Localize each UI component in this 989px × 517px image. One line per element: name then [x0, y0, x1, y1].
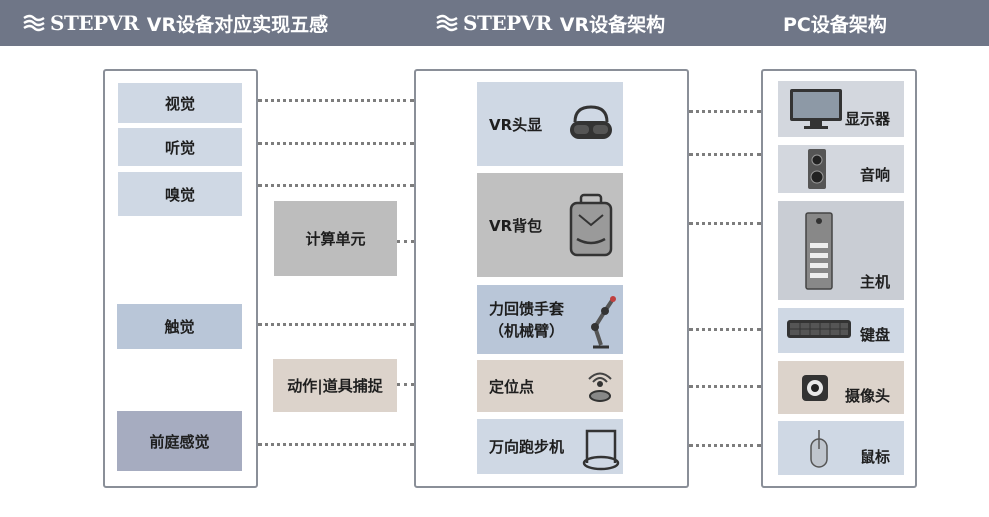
connector-hearing: [258, 142, 414, 145]
pc-tower-icon: [805, 212, 833, 290]
sense-touch: 触觉: [117, 304, 242, 349]
vr-device-label: 力回馈手套 （机械臂）: [489, 298, 564, 342]
motion-capture-label: 动作|道具捕捉: [287, 377, 383, 395]
connector-vision: [258, 99, 414, 102]
beacon-icon: [588, 372, 612, 402]
connector-webcam: [689, 385, 761, 388]
stepvr-logo-icon: [23, 14, 45, 32]
sense-hearing: 听觉: [118, 128, 242, 166]
vr-headset-icon: [570, 105, 612, 139]
vr-device-treadmill: 万向跑步机: [477, 419, 623, 474]
sense-label: 嗅觉: [164, 185, 195, 204]
vr-device-force-feedback-glove: 力回馈手套 （机械臂）: [477, 285, 623, 354]
connector-monitor: [689, 110, 761, 113]
header-left: STEPVR VR设备对应实现五感: [22, 0, 328, 46]
pc-device-monitor: 显示器: [778, 81, 904, 137]
header-right: PC设备架构: [783, 0, 887, 46]
vr-device-label: VR头显: [489, 115, 543, 134]
vr-device-label: 定位点: [489, 377, 535, 396]
pc-device-webcam: 摄像头: [778, 361, 904, 414]
pc-device-label: 鼠标: [859, 448, 890, 466]
left-column-title: VR设备对应实现五感: [146, 13, 329, 36]
connector-speaker: [689, 153, 761, 156]
pc-device-keyboard: 键盘: [778, 308, 904, 353]
pc-device-label: 键盘: [859, 326, 890, 344]
pc-device-speaker: 音响: [778, 145, 904, 193]
sense-label: 触觉: [164, 318, 195, 336]
connector-touch: [258, 323, 414, 326]
sense-label: 前庭感觉: [149, 432, 210, 451]
pc-device-tower: 主机: [778, 201, 904, 300]
connector-mouse: [689, 444, 761, 447]
connector-pc-tower: [689, 222, 761, 225]
vr-device-headset: VR头显: [477, 82, 623, 166]
pc-device-label: 显示器: [844, 110, 890, 128]
mouse-icon: [810, 429, 828, 468]
backpack-icon: [569, 193, 613, 257]
vr-device-label: 万向跑步机: [489, 438, 565, 456]
connector-motion: [397, 383, 414, 386]
mid-column-title: VR设备架构: [559, 13, 666, 36]
stepvr-logo-icon: [436, 14, 458, 32]
vr-device-beacon: 定位点: [477, 360, 623, 412]
pc-device-label: 主机: [859, 273, 890, 291]
motion-capture-box: 动作|道具捕捉: [273, 359, 397, 412]
vr-device-backpack: VR背包: [477, 173, 623, 277]
sense-label: 视觉: [164, 94, 195, 113]
connector-keyboard: [689, 328, 761, 331]
connector-vestibular: [258, 443, 414, 446]
webcam-icon: [802, 375, 828, 401]
sense-vestibular: 前庭感觉: [117, 411, 242, 471]
brand-name: STEPVR: [50, 11, 139, 35]
connector-smell: [258, 184, 414, 187]
pc-device-label: 摄像头: [844, 387, 890, 405]
connector-compute: [397, 240, 414, 243]
sense-vision: 视觉: [118, 83, 242, 123]
brand-name: STEPVR: [463, 11, 552, 35]
compute-unit-box: 计算单元: [274, 201, 397, 276]
header-bar: STEPVR VR设备对应实现五感 STEPVR VR设备架构 PC设备架构: [0, 0, 989, 46]
header-mid: STEPVR VR设备架构: [435, 0, 665, 46]
treadmill-icon: [582, 429, 620, 471]
pc-device-label: 音响: [859, 166, 890, 184]
pc-device-mouse: 鼠标: [778, 421, 904, 475]
robotic-arm-icon: [591, 296, 616, 349]
sense-smell: 嗅觉: [118, 172, 242, 216]
right-column-title: PC设备架构: [783, 13, 887, 36]
vr-device-label-line2: （机械臂）: [489, 321, 565, 340]
vr-device-label-line1: 力回馈手套: [489, 299, 565, 318]
keyboard-icon: [787, 320, 851, 338]
compute-unit-label: 计算单元: [305, 230, 366, 248]
speaker-icon: [808, 149, 826, 189]
vr-device-label: VR背包: [489, 216, 543, 235]
monitor-icon: [790, 89, 842, 129]
sense-label: 听觉: [164, 138, 195, 157]
